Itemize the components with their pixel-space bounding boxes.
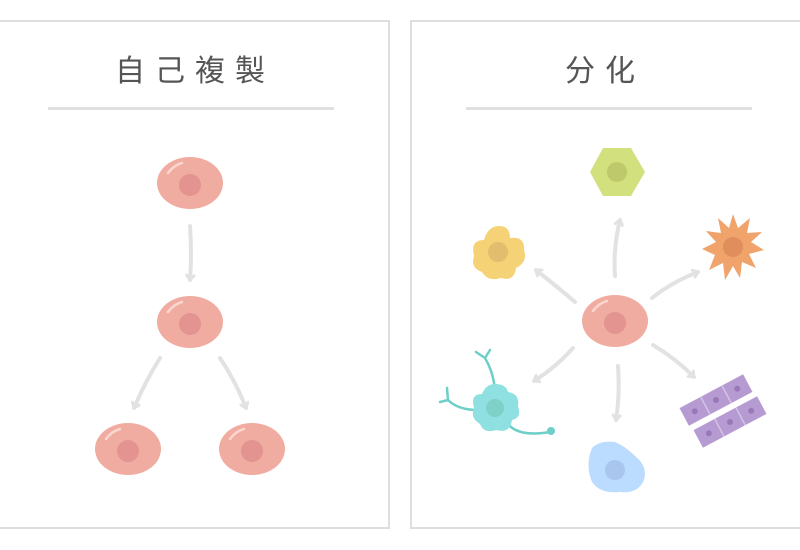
stem-cell-center (580, 293, 650, 349)
arrow-down-right (218, 356, 246, 410)
title-divider-right (466, 107, 752, 110)
arrow-down (190, 224, 191, 282)
star-cell (702, 214, 764, 280)
neuron-cell (438, 348, 555, 435)
arrow-lower-right (651, 343, 696, 379)
arrow-up (612, 218, 620, 278)
hexagon-cell (590, 148, 645, 196)
stem-cell-middle (155, 294, 225, 350)
arrow-lower (616, 364, 619, 422)
stem-cell-parent (155, 155, 225, 211)
arrow-up-left (534, 268, 577, 304)
blue-cell (588, 441, 645, 493)
arrow-down-left (134, 356, 162, 410)
self-renewal-title: 自己複製 (115, 54, 275, 89)
arrow-up-right (650, 272, 700, 300)
stem-cell-daughter-left (93, 421, 163, 477)
title-divider-left (48, 107, 334, 110)
muscle-cells (679, 374, 767, 448)
flower-cell (473, 226, 525, 280)
arrow-lower-left (532, 346, 575, 381)
stem-cell-daughter-right (217, 421, 287, 477)
differentiation-title: 分化 (565, 54, 645, 89)
